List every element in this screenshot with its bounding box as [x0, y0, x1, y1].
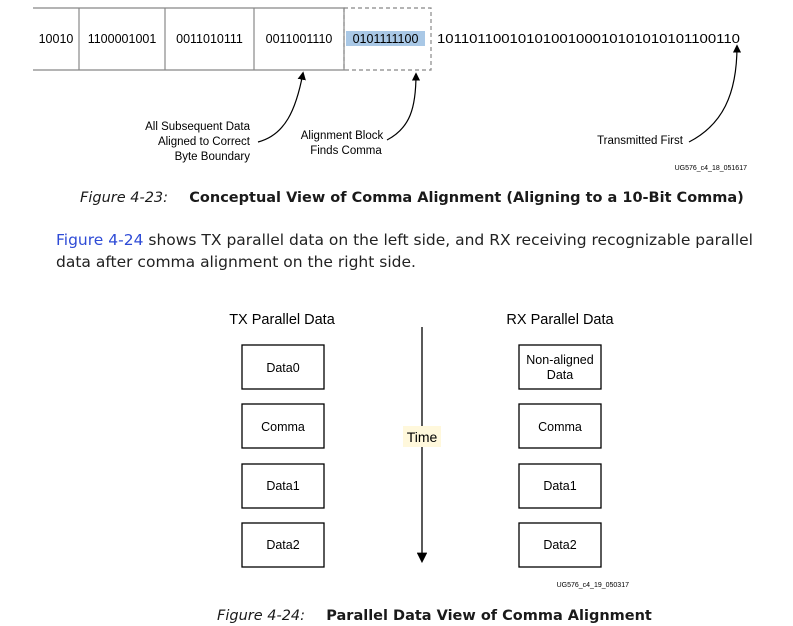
tx-block [241, 403, 325, 449]
annotation-alignment-line1: Alignment Block [301, 130, 384, 142]
annotation-subsequent-line2: Aligned to Correct [158, 136, 251, 148]
comma-cell: 0101111100 [353, 32, 419, 46]
tx-block [241, 522, 325, 568]
alignment-block-outline [343, 7, 432, 71]
time-label: Time [407, 429, 438, 445]
rx-block [518, 344, 602, 390]
rx-block-label: Comma [538, 420, 582, 434]
rx-block-label: Data [547, 368, 573, 382]
tx-block-label: Data0 [266, 361, 299, 375]
comma-alignment-diagram: 10010 1100001001 0011010111 0011001110 0… [33, 7, 748, 172]
arrow-subsequent-data [257, 71, 306, 143]
tx-block-label: Comma [261, 420, 305, 434]
figure-id-label: UG576_c4_19_050317 [557, 582, 630, 589]
tx-block-label: Data1 [266, 479, 299, 493]
tx-block-label: Data2 [266, 538, 299, 552]
paragraph-text: shows TX parallel data on the left side,… [56, 231, 753, 271]
annotation-subsequent-line3: Byte Boundary [175, 151, 251, 163]
rx-block [518, 522, 602, 568]
figure-number: Figure 4-23: [80, 190, 169, 206]
figure-title: Conceptual View of Comma Alignment (Alig… [189, 190, 744, 206]
tx-block [241, 463, 325, 509]
rx-block-label: Data1 [543, 479, 576, 493]
data-cell-0: 10010 [39, 32, 74, 46]
time-label-background [403, 426, 441, 447]
annotation-subsequent-line1: All Subsequent Data [145, 121, 250, 133]
figure-caption: Figure 4-24: Parallel Data View of Comma… [217, 608, 652, 624]
figure-title: Parallel Data View of Comma Alignment [326, 608, 652, 624]
figure-caption: Figure 4-23: Conceptual View of Comma Al… [80, 190, 744, 206]
body-paragraph: Figure 4-24 shows TX parallel data on th… [56, 229, 786, 273]
parallel-data-diagram: TX Parallel Data RX Parallel Data Data0 … [229, 312, 630, 589]
data-cell-3: 0011001110 [266, 32, 333, 46]
tx-block [241, 344, 325, 390]
trailing-bits: 1011011001010100100010101010101100110 [437, 32, 740, 46]
rx-column-title: RX Parallel Data [506, 312, 614, 328]
figure-reference-link[interactable]: Figure 4-24 [56, 231, 144, 249]
figure-number: Figure 4-24: [217, 608, 306, 624]
rx-block [518, 463, 602, 509]
rx-block-label: Non-aligned [526, 353, 593, 367]
annotation-alignment-line2: Finds Comma [310, 145, 382, 157]
data-cell-2: 0011010111 [176, 32, 243, 46]
rx-block-label: Data2 [543, 538, 576, 552]
comma-highlight [346, 31, 425, 46]
annotation-transmitted-first: Transmitted First [597, 135, 684, 147]
arrow-transmitted-first [688, 44, 742, 143]
tx-column-title: TX Parallel Data [229, 312, 336, 328]
data-cell-1: 1100001001 [88, 32, 157, 46]
figure-id-label: UG576_c4_18_051617 [675, 165, 748, 172]
rx-block [518, 403, 602, 449]
arrow-alignment-block [386, 72, 421, 141]
